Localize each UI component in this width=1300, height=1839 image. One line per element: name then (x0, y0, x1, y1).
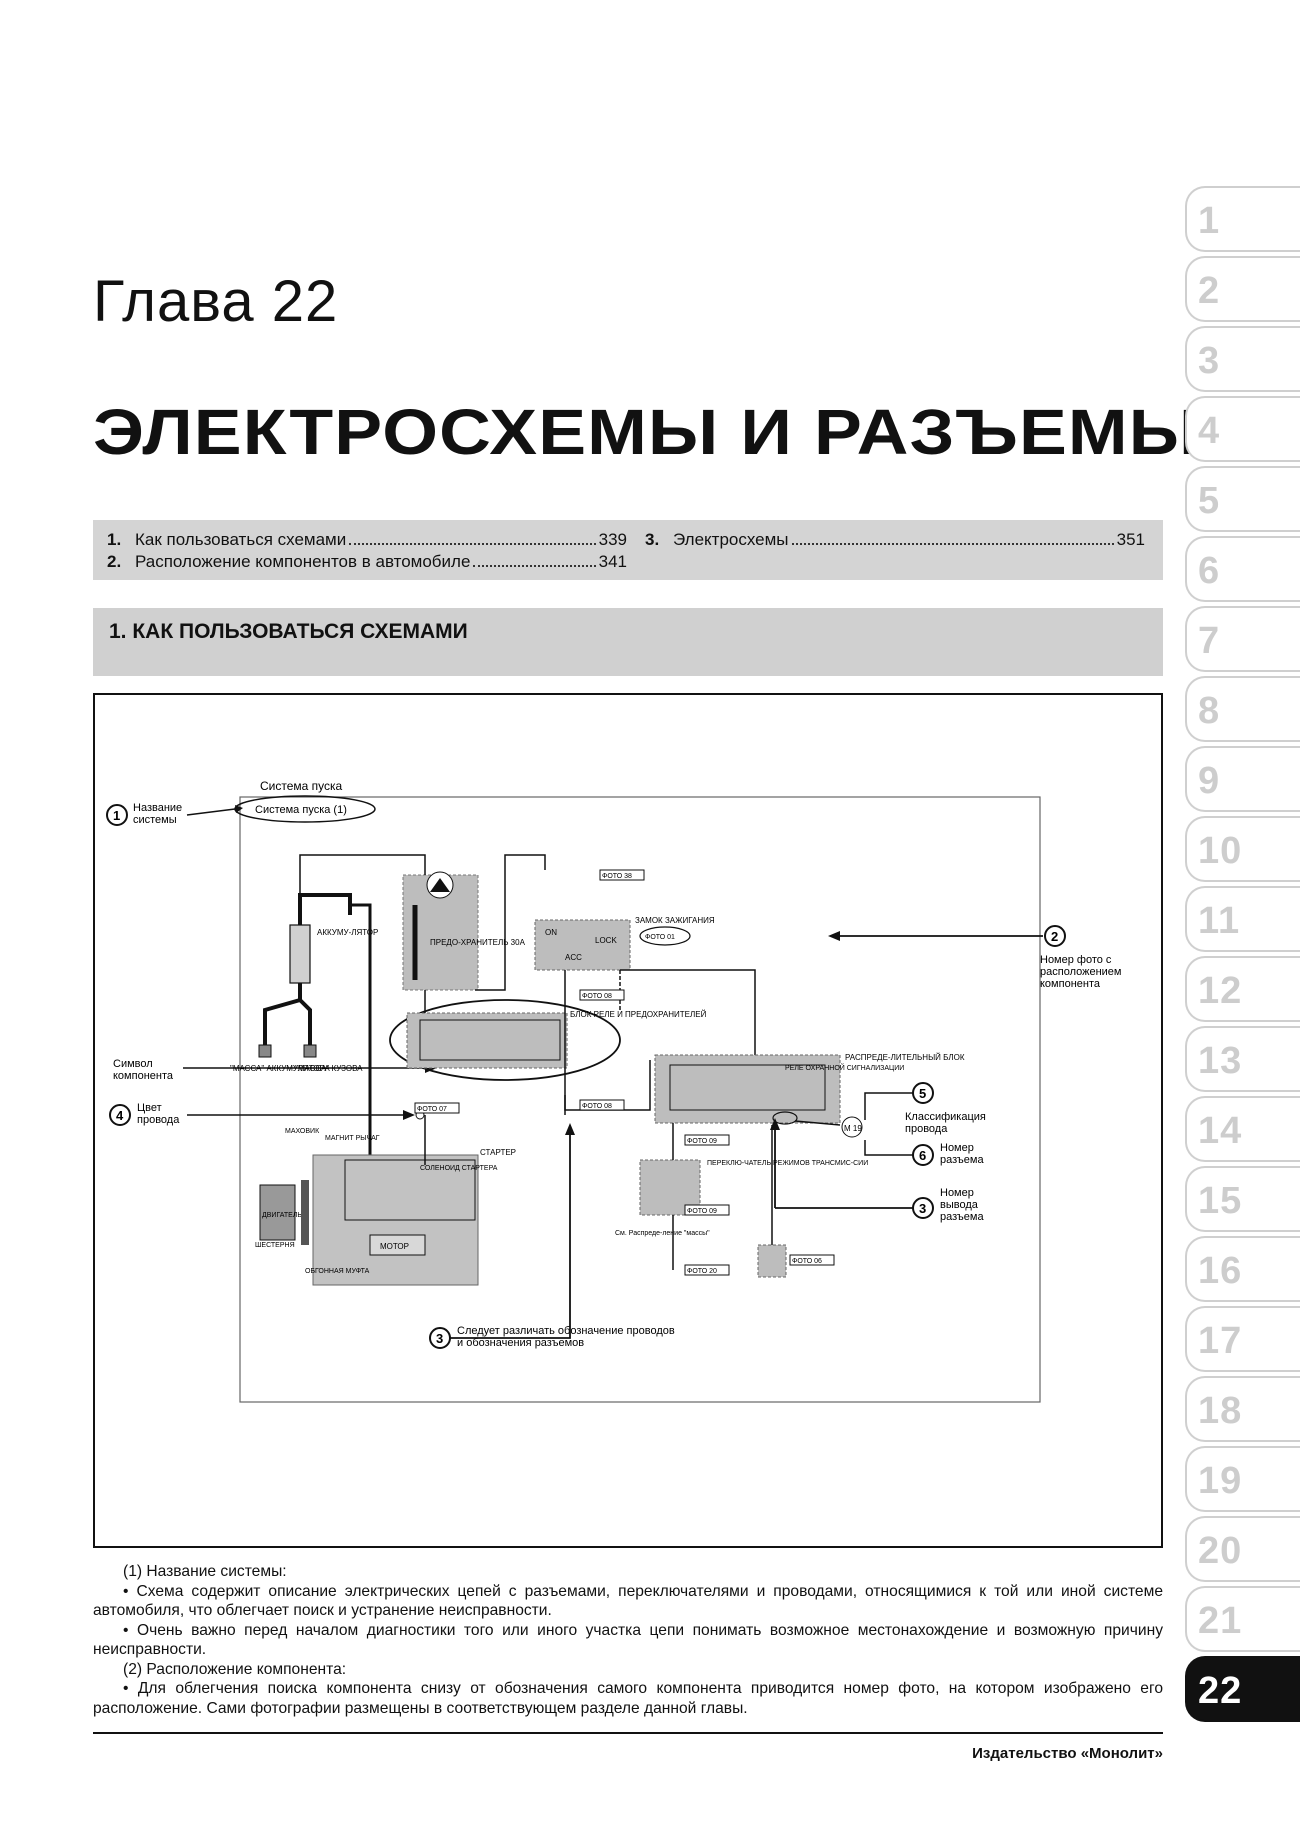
chapter-tab[interactable]: 4 (1185, 396, 1300, 462)
svg-text:РЕЛЕ ОХРАННОЙ СИГНАЛИЗАЦИИ: РЕЛЕ ОХРАННОЙ СИГНАЛИЗАЦИИ (785, 1063, 904, 1072)
svg-text:Классификация: Классификация (905, 1111, 986, 1123)
svg-text:Символ: Символ (113, 1058, 153, 1070)
svg-text:ОБГОННАЯ МУФТА: ОБГОННАЯ МУФТА (305, 1268, 370, 1275)
svg-text:1: 1 (113, 808, 120, 823)
chapter-tab[interactable]: 15 (1185, 1166, 1300, 1232)
toc-item[interactable]: 2. Расположение компонентов в автомобиле… (107, 552, 627, 571)
system-header: Система пуска (260, 779, 343, 793)
svg-text:"МАССА" КУЗОВА: "МАССА" КУЗОВА (295, 1064, 363, 1073)
chapter-tab[interactable]: 7 (1185, 606, 1300, 672)
chapter-title: ЭЛЕКТРОСХЕМЫ И РАЗЪЕМЫ (93, 396, 1201, 468)
section-title: 1. КАК ПОЛЬЗОВАТЬСЯ СХЕМАМИ (109, 620, 468, 643)
chapter-tab[interactable]: 19 (1185, 1446, 1300, 1512)
svg-text:Цвет: Цвет (137, 1102, 162, 1114)
svg-text:6: 6 (919, 1148, 926, 1163)
chapter-tab-active[interactable]: 22 (1185, 1656, 1300, 1722)
chapter-label: Глава 22 (93, 269, 339, 334)
svg-text:Номер: Номер (940, 1187, 974, 1199)
svg-text:провода: провода (137, 1114, 180, 1126)
desc-bullet: • Для облегчения поиска компонента снизу… (93, 1680, 1163, 1717)
description-text: (1) Название системы: • Схема содержит о… (93, 1562, 1163, 1718)
svg-text:МАГНИТ РЫЧАГ: МАГНИТ РЫЧАГ (325, 1135, 380, 1142)
svg-text:ФОТО 09: ФОТО 09 (687, 1138, 717, 1145)
svg-text:ФОТО 06: ФОТО 06 (792, 1258, 822, 1265)
svg-text:2: 2 (1051, 929, 1058, 944)
svg-text:Номер: Номер (940, 1142, 974, 1154)
system-name-box: Система пуска (1) (255, 804, 347, 816)
svg-text:расположением: расположением (1040, 966, 1121, 978)
svg-text:ON: ON (545, 928, 557, 937)
wiring-diagram: Система пуска Система пуска (1) 1 Назван… (106, 779, 1121, 1403)
svg-text:Номер фото с: Номер фото с (1040, 954, 1112, 966)
svg-text:БЛОК РЕЛЕ И ПРЕДОХРАНИТЕЛЕЙ: БЛОК РЕЛЕ И ПРЕДОХРАНИТЕЛЕЙ (570, 1010, 707, 1019)
svg-text:M 19: M 19 (844, 1124, 862, 1133)
svg-text:разъема: разъема (940, 1211, 984, 1223)
svg-text:ФОТО 38: ФОТО 38 (602, 873, 632, 880)
svg-text:ФОТО 20: ФОТО 20 (687, 1268, 717, 1275)
chapter-tab[interactable]: 5 (1185, 466, 1300, 532)
svg-text:5: 5 (919, 1086, 926, 1101)
chapter-tab[interactable]: 1 (1185, 186, 1300, 252)
svg-text:ACC: ACC (565, 953, 582, 962)
svg-text:См. Распреде-ление "массы": См. Распреде-ление "массы" (615, 1230, 710, 1237)
chapter-tab[interactable]: 21 (1185, 1586, 1300, 1652)
svg-text:ФОТО 01: ФОТО 01 (645, 934, 675, 941)
svg-text:ПЕРЕКЛЮ-ЧАТЕЛЬ РЕЖИМОВ ТРАНСМИ: ПЕРЕКЛЮ-ЧАТЕЛЬ РЕЖИМОВ ТРАНСМИС-СИИ (707, 1160, 868, 1167)
svg-text:СОЛЕНОИД СТАРТЕРА: СОЛЕНОИД СТАРТЕРА (420, 1165, 498, 1172)
svg-text:3: 3 (436, 1331, 443, 1346)
chapter-tab[interactable]: 6 (1185, 536, 1300, 602)
svg-text:ФОТО 09: ФОТО 09 (687, 1208, 717, 1215)
toc-item[interactable]: 1. Как пользоваться схемами 339 (107, 530, 627, 549)
svg-text:АККУМУ-ЛЯТОР: АККУМУ-ЛЯТОР (317, 928, 378, 937)
desc-heading: (1) Название системы: (123, 1563, 287, 1580)
footer-rule (93, 1732, 1163, 1734)
chapter-tab[interactable]: 16 (1185, 1236, 1300, 1302)
svg-text:МОТОР: МОТОР (380, 1242, 409, 1251)
desc-bullet: • Очень важно перед началом диагностики … (93, 1621, 1163, 1659)
svg-text:СТАРТЕР: СТАРТЕР (480, 1148, 516, 1157)
chapter-tab[interactable]: 2 (1185, 256, 1300, 322)
section-header: 1. КАК ПОЛЬЗОВАТЬСЯ СХЕМАМИ (93, 608, 1163, 676)
svg-text:3: 3 (919, 1201, 926, 1216)
svg-text:МАХОВИК: МАХОВИК (285, 1128, 320, 1135)
svg-text:РАСПРЕДЕ-ЛИТЕЛЬНЫЙ БЛОК: РАСПРЕДЕ-ЛИТЕЛЬНЫЙ БЛОК (845, 1053, 965, 1062)
svg-text:провода: провода (905, 1123, 948, 1135)
svg-text:компонента: компонента (113, 1070, 174, 1082)
svg-text:ФОТО 07: ФОТО 07 (417, 1106, 447, 1113)
chapter-tab[interactable]: 11 (1185, 886, 1300, 952)
svg-text:вывода: вывода (940, 1199, 979, 1211)
chapter-tab[interactable]: 20 (1185, 1516, 1300, 1582)
chapter-tab[interactable]: 10 (1185, 816, 1300, 882)
chapter-tab[interactable]: 8 (1185, 676, 1300, 742)
chapter-tab[interactable]: 9 (1185, 746, 1300, 812)
svg-text:"МАССА" АККУМУЛЯТОРА: "МАССА" АККУМУЛЯТОРА (230, 1064, 330, 1073)
svg-text:ДВИГАТЕЛЬ: ДВИГАТЕЛЬ (262, 1212, 302, 1219)
svg-text:ШЕСТЕРНЯ: ШЕСТЕРНЯ (255, 1242, 295, 1249)
chapter-tab[interactable]: 17 (1185, 1306, 1300, 1372)
svg-text:разъема: разъема (940, 1154, 984, 1166)
svg-text:LOCK: LOCK (595, 936, 617, 945)
svg-text:системы: системы (133, 814, 177, 826)
chapter-tab[interactable]: 18 (1185, 1376, 1300, 1442)
publisher: Издательство «Монолит» (972, 1745, 1163, 1762)
wiring-diagram-figure: Система пуска Система пуска (1) 1 Назван… (93, 693, 1163, 1548)
chapter-tab[interactable]: 12 (1185, 956, 1300, 1022)
svg-text:4: 4 (116, 1108, 124, 1123)
svg-text:ЗАМОК ЗАЖИГАНИЯ: ЗАМОК ЗАЖИГАНИЯ (635, 916, 715, 925)
svg-text:компонента: компонента (1040, 978, 1101, 990)
svg-text:Следует различать обозначение: Следует различать обозначение проводов (457, 1325, 675, 1337)
svg-text:и обозначения разъемов: и обозначения разъемов (457, 1337, 584, 1349)
toc-item[interactable]: 3. Электросхемы 351 (645, 530, 1145, 549)
table-of-contents: 1. Как пользоваться схемами 339 2. Распо… (93, 520, 1163, 580)
chapter-tab[interactable]: 3 (1185, 326, 1300, 392)
chapter-tab[interactable]: 13 (1185, 1026, 1300, 1092)
svg-text:ФОТО 08: ФОТО 08 (582, 993, 612, 1000)
desc-heading: (2) Расположение компонента: (123, 1660, 347, 1678)
svg-text:ФОТО 08: ФОТО 08 (582, 1103, 612, 1110)
desc-bullet: • Схема содержит описание электрических … (93, 1582, 1163, 1620)
svg-text:Название: Название (133, 802, 182, 814)
chapter-tab[interactable]: 14 (1185, 1096, 1300, 1162)
svg-text:ПРЕДО-ХРАНИТЕЛЬ 30А: ПРЕДО-ХРАНИТЕЛЬ 30А (430, 938, 526, 947)
